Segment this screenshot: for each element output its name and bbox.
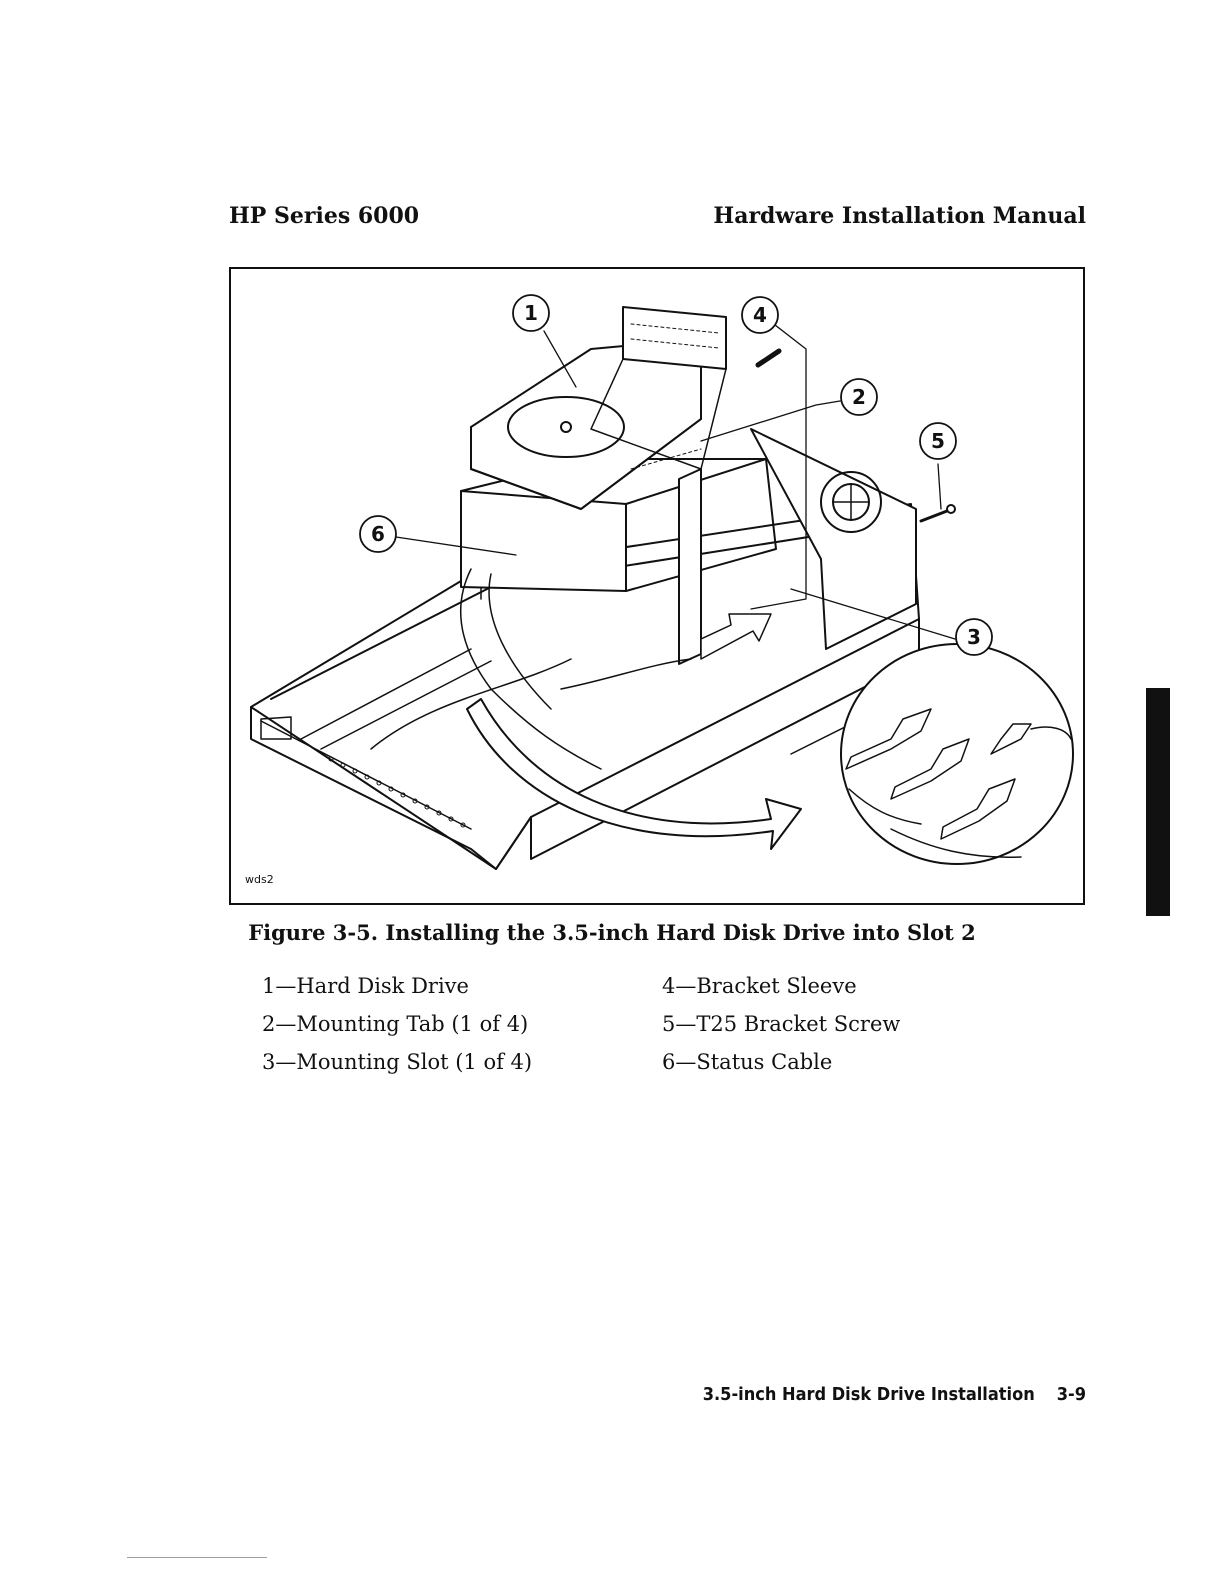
page-number: 3-9 [1057,1384,1086,1405]
page-footer: 3.5-inch Hard Disk Drive Installation 3-9 [703,1384,1086,1405]
callout-6: 6 [371,522,385,546]
figure-caption: Figure 3-5. Installing the 3.5-inch Hard… [0,920,1224,945]
bracket-screw [921,505,955,521]
footer-section-title: 3.5-inch Hard Disk Drive Installation [703,1384,1035,1405]
legend-item: 2—Mounting Tab (1 of 4) [262,1012,528,1036]
legend-item: 6—Status Cable [662,1050,832,1074]
callout-4: 4 [753,303,767,327]
divider-wall [679,469,701,664]
callout-2: 2 [852,385,866,409]
callout-1: 1 [524,301,538,325]
figure-id-label: wds2 [245,873,274,886]
callout-3: 3 [967,625,981,649]
chapter-tab-marker [1146,688,1170,916]
running-head-right: Hardware Installation Manual [713,203,1086,229]
bracket-sleeve [758,351,779,365]
connector-detail [841,644,1073,864]
callout-5: 5 [931,429,945,453]
legend-item: 1—Hard Disk Drive [262,974,469,998]
figure-illustration: 1 2 3 4 5 6 wds2 [229,267,1085,905]
legend-item: 3—Mounting Slot (1 of 4) [262,1050,532,1074]
legend-item: 4—Bracket Sleeve [662,974,857,998]
scan-edge-line [127,1557,267,1558]
hard-disk-drive-illustration: 1 2 3 4 5 6 [231,269,1083,903]
legend-item: 5—T25 Bracket Screw [662,1012,900,1036]
running-head-left: HP Series 6000 [229,203,419,229]
